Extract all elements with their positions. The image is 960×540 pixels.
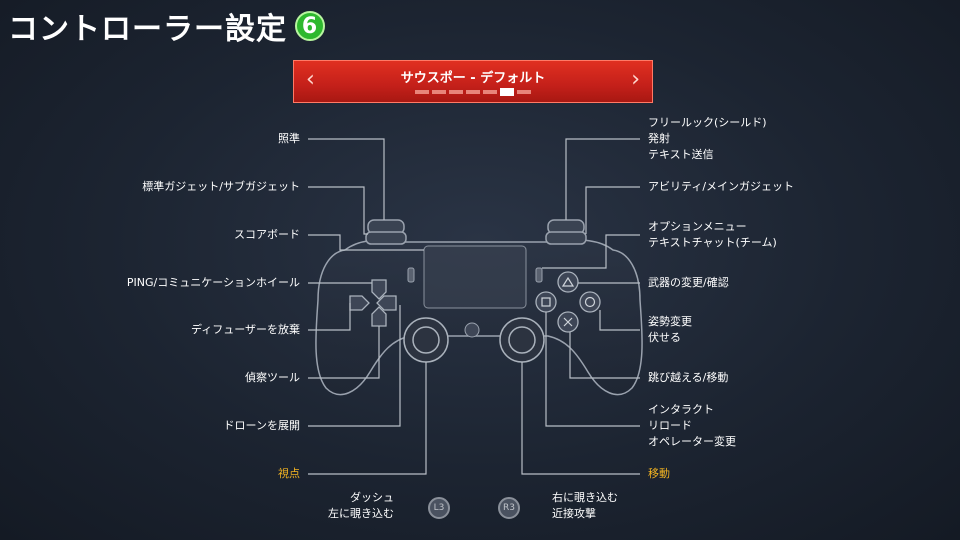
preset-page-dot[interactable] (483, 90, 497, 94)
l3-label: ダッシュ 左に覗き込む (300, 490, 394, 522)
preset-page-dot[interactable] (466, 90, 480, 94)
label-options: オプションメニューテキストチャット(チーム) (648, 219, 777, 251)
label-recon-line: 偵察ツール (245, 371, 300, 384)
right-triggers (545, 219, 587, 245)
label-vault: 跳び越える/移動 (648, 370, 728, 386)
label-aim: 照準 (278, 131, 300, 147)
label-options-line: テキストチャット(チーム) (648, 236, 777, 249)
label-view-line: 視点 (278, 467, 300, 480)
r3-button-icon: R3 (498, 497, 520, 519)
r3-line-1: 右に覗き込む (552, 491, 618, 504)
label-defuser: ディフューザーを放棄 (191, 322, 300, 338)
preset-page-dot[interactable] (415, 90, 429, 94)
label-freelook-line: フリールック(シールド) (648, 116, 767, 129)
chevron-left-icon[interactable]: ‹ (306, 67, 315, 92)
dpad (349, 279, 397, 327)
label-move: 移動 (648, 466, 670, 482)
label-view: 視点 (278, 466, 300, 482)
label-options-line: オプションメニュー (648, 220, 747, 233)
label-ping-line: PING/コミュニケーションホイール (126, 276, 300, 289)
preset-page-dot[interactable] (500, 88, 514, 96)
label-weapon-line: 武器の変更/確認 (648, 276, 729, 289)
label-stance-line: 伏せる (648, 331, 681, 344)
l3-button-icon: L3 (428, 497, 450, 519)
preset-page-dot[interactable] (449, 90, 463, 94)
label-scoreboard-line: スコアボード (234, 228, 300, 241)
label-vault-line: 跳び越える/移動 (648, 371, 729, 384)
chevron-right-icon[interactable]: › (631, 67, 640, 92)
label-aim-line: 照準 (278, 132, 300, 145)
label-scoreboard: スコアボード (234, 227, 300, 243)
label-gadget: 標準ガジェット/サブガジェット (142, 179, 300, 195)
page-title-text: コントローラー設定 (8, 12, 287, 47)
ps-button (464, 322, 480, 338)
label-freelook-line: テキスト送信 (648, 148, 714, 161)
label-ability-line: アビリティ/メインガジェット (648, 180, 795, 193)
options-button (535, 267, 543, 283)
l3-line-1: ダッシュ (350, 491, 394, 504)
label-interact-line: オペレーター変更 (648, 435, 736, 448)
r3-label: 右に覗き込む 近接攻撃 (552, 490, 618, 522)
label-freelook: フリールック(シールド) 発射テキスト送信 (648, 115, 767, 163)
page-number-badge: 6 (295, 11, 325, 41)
preset-page-dot[interactable] (432, 90, 446, 94)
label-gadget-line: 標準ガジェット/サブガジェット (142, 180, 300, 193)
share-button (407, 267, 415, 283)
preset-page-indicator (294, 88, 652, 96)
label-drone: ドローンを展開 (224, 418, 300, 434)
label-interact: インタラクトリロードオペレーター変更 (648, 402, 736, 450)
touchpad (423, 245, 527, 309)
l3-line-2: 左に覗き込む (328, 507, 394, 520)
label-ping: PING/コミュニケーションホイール (127, 275, 300, 291)
label-stance: 姿勢変更伏せる (648, 314, 692, 346)
preset-page-dot[interactable] (517, 90, 531, 94)
label-recon: 偵察ツール (245, 370, 300, 386)
label-ability: アビリティ/メインガジェット (648, 179, 794, 195)
label-freelook-line: 発射 (648, 132, 670, 145)
page-title: コントローラー設定 6 (8, 4, 325, 48)
r3-line-2: 近接攻撃 (552, 507, 596, 520)
label-defuser-line: ディフューザーを放棄 (190, 323, 300, 336)
label-weapon: 武器の変更/確認 (648, 275, 729, 291)
label-move-line: 移動 (648, 467, 670, 480)
label-stance-line: 姿勢変更 (648, 315, 692, 328)
label-interact-line: インタラクト (648, 403, 714, 416)
label-drone-line: ドローンを展開 (223, 419, 300, 432)
label-interact-line: リロード (648, 419, 692, 432)
left-triggers (365, 219, 407, 245)
preset-name: サウスポー - デフォルト (400, 71, 546, 86)
preset-selector[interactable]: ‹ サウスポー - デフォルト › (293, 60, 653, 103)
leader-lines (308, 138, 640, 475)
